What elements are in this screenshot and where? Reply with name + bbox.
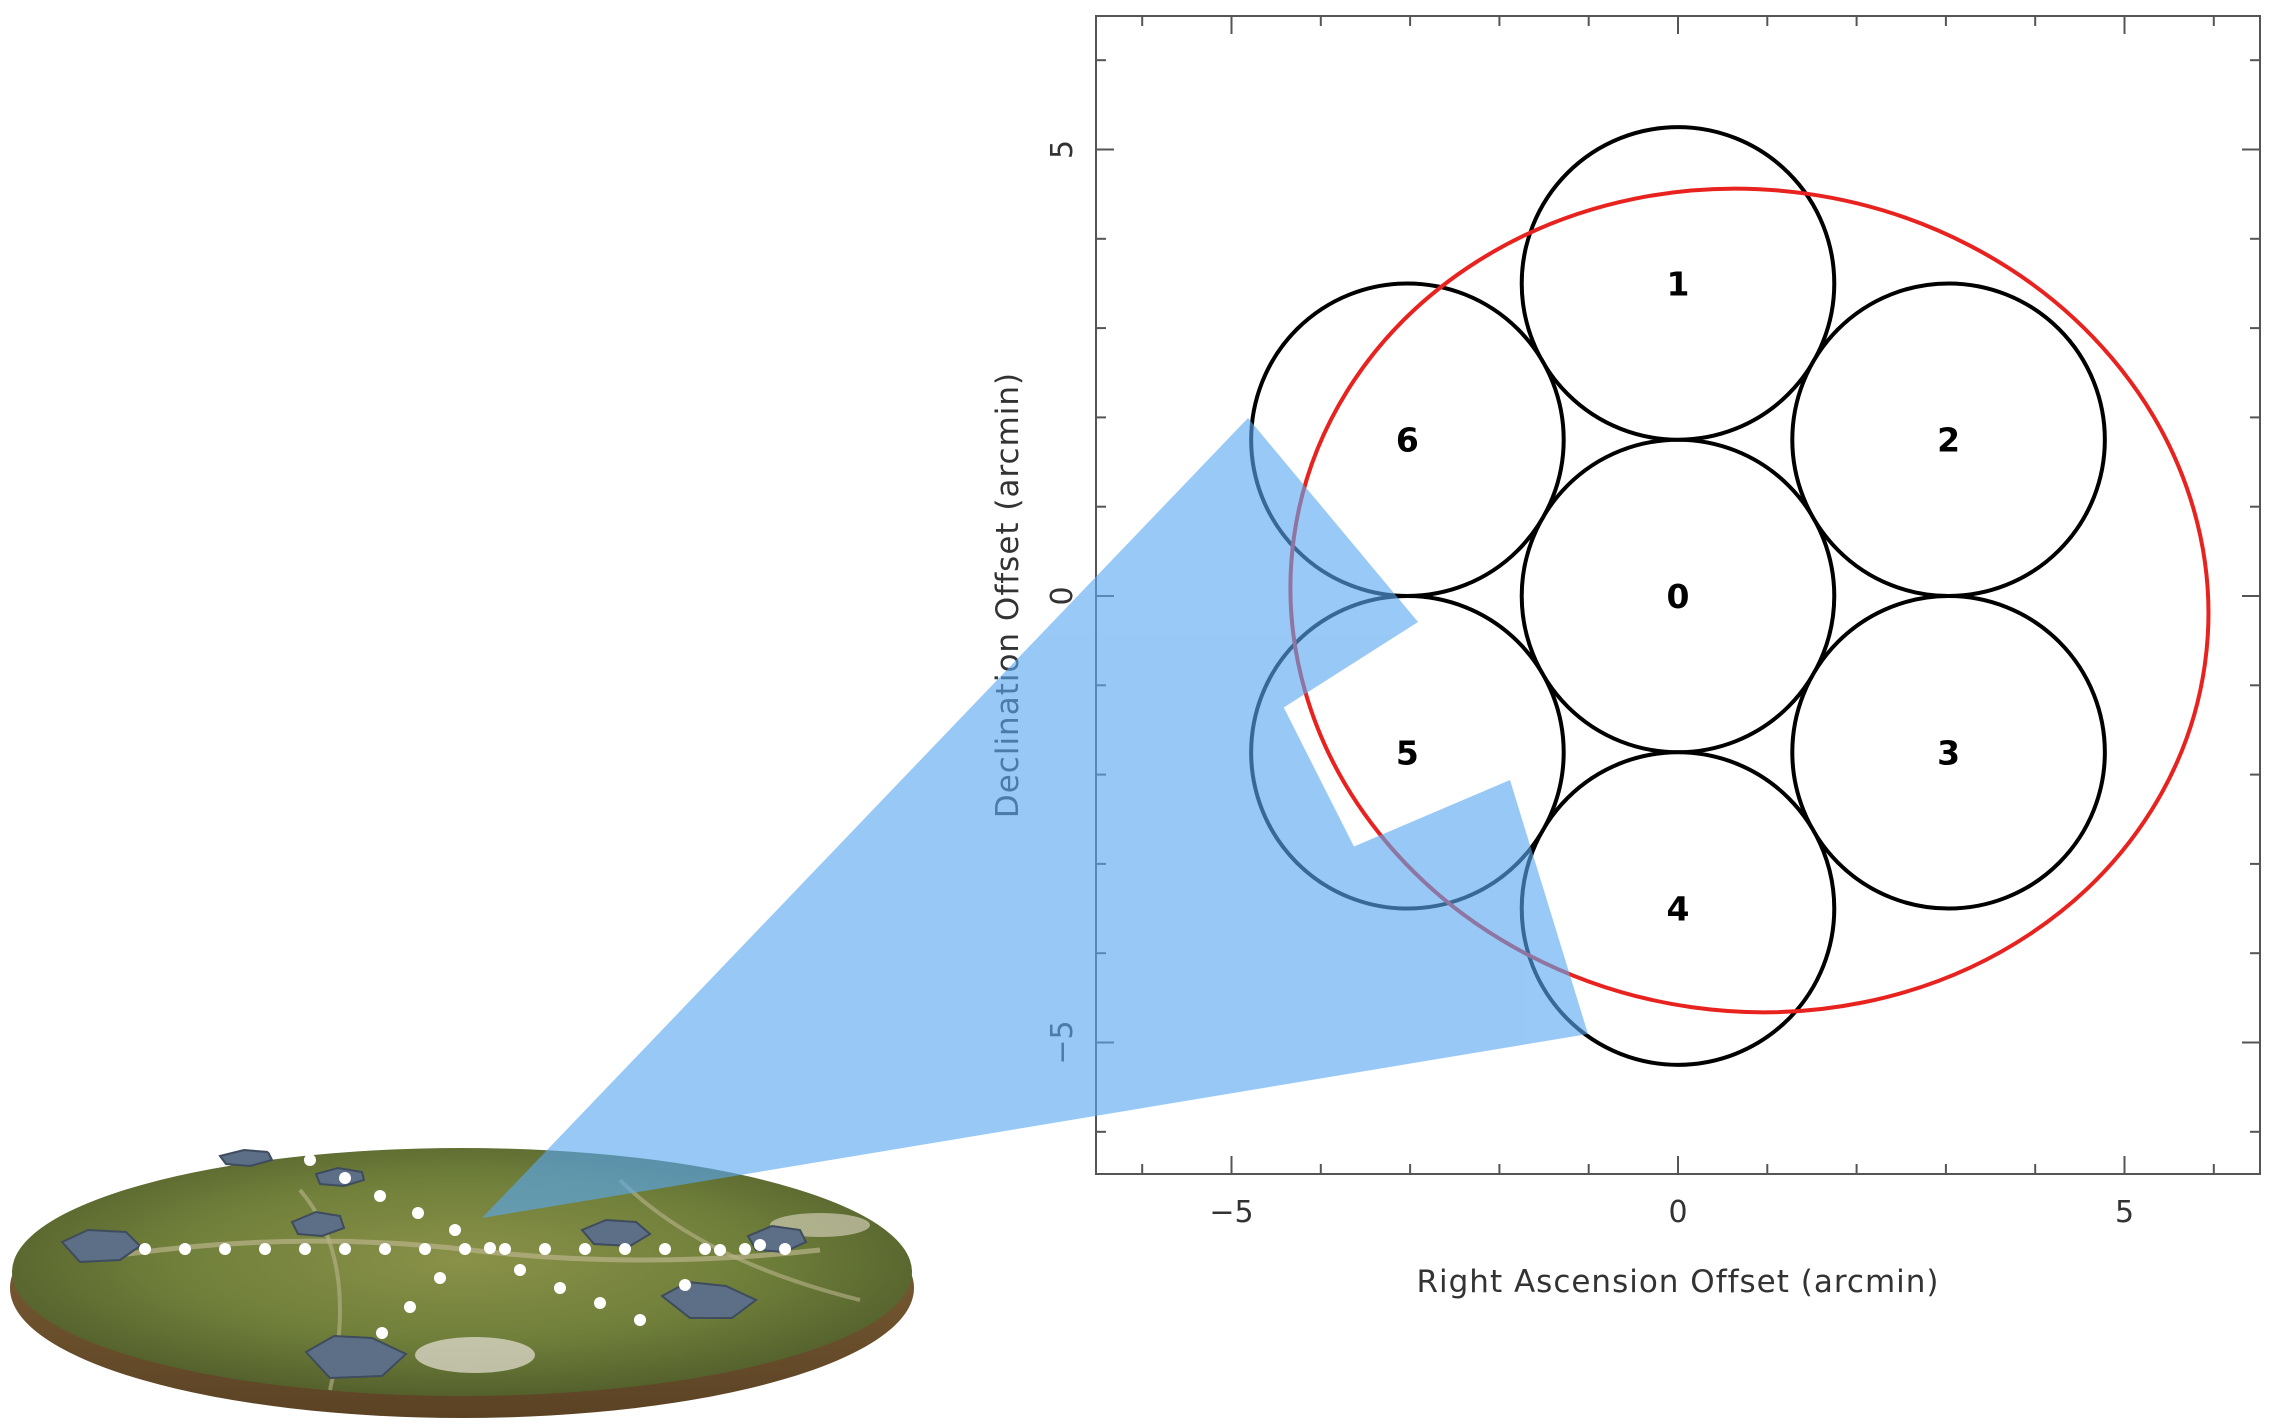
beam-label: 5 [1396, 733, 1419, 772]
station-marker [434, 1272, 446, 1284]
station-marker [376, 1327, 388, 1339]
station-marker [594, 1297, 606, 1309]
beam-label: 6 [1396, 421, 1419, 460]
x-tick-label: 0 [1668, 1195, 1687, 1230]
station-markers [139, 1141, 791, 1339]
station-marker [499, 1243, 511, 1255]
station-marker [419, 1243, 431, 1255]
station-marker [139, 1243, 151, 1255]
x-axis-label: Right Ascension Offset (arcmin) [1416, 1264, 1939, 1300]
y-tick-label: 0 [1045, 586, 1080, 605]
x-tick-label: 5 [2115, 1195, 2134, 1230]
station-marker [579, 1243, 591, 1255]
antenna-tile [580, 1218, 652, 1248]
station-marker [514, 1264, 526, 1276]
station-marker [379, 1243, 391, 1255]
projection-wedge-upper [482, 418, 1418, 1218]
station-marker [659, 1243, 671, 1255]
beam-label: 4 [1667, 890, 1690, 929]
station-marker [412, 1207, 424, 1219]
station-marker [374, 1190, 386, 1202]
station-marker [339, 1243, 351, 1255]
station-marker [339, 1172, 351, 1184]
station-marker [404, 1301, 416, 1313]
projection-wedge-middle [482, 704, 1386, 1218]
station-marker [699, 1243, 711, 1255]
station-marker [739, 1243, 751, 1255]
station-marker [679, 1279, 691, 1291]
beam-label: 1 [1667, 264, 1690, 303]
station-marker [219, 1243, 231, 1255]
antenna-tile [218, 1148, 274, 1168]
station-marker [449, 1224, 461, 1236]
x-tick-label: −5 [1209, 1195, 1253, 1230]
beam-label: 3 [1937, 733, 1960, 772]
beam-label: 0 [1667, 577, 1690, 616]
beam-circle [1790, 594, 2107, 911]
projection-beams [482, 418, 1588, 1218]
station-marker [634, 1314, 646, 1326]
station-marker [554, 1282, 566, 1294]
station-marker [779, 1243, 791, 1255]
beam-label: 2 [1937, 421, 1960, 460]
x-tick-labels: −5 0 5 [1209, 1195, 2134, 1230]
station-marker [619, 1243, 631, 1255]
antenna-tiles [60, 1148, 808, 1380]
station-marker [266, 1141, 278, 1153]
tick-marks [1096, 16, 2260, 1174]
station-aerial-photo [10, 1141, 914, 1418]
y-tick-label: 5 [1045, 140, 1080, 159]
projection-wedge-lower [482, 780, 1588, 1218]
station-marker [179, 1243, 191, 1255]
station-marker [259, 1243, 271, 1255]
station-marker [714, 1244, 726, 1256]
sand-patch [415, 1337, 535, 1373]
station-marker [304, 1154, 316, 1166]
antenna-tile [290, 1210, 346, 1238]
station-marker [299, 1243, 311, 1255]
station-marker [754, 1239, 766, 1251]
station-marker [459, 1243, 471, 1255]
station-marker [539, 1243, 551, 1255]
photo-ground [12, 1148, 912, 1396]
station-marker [484, 1242, 496, 1254]
antenna-tile [304, 1334, 408, 1380]
